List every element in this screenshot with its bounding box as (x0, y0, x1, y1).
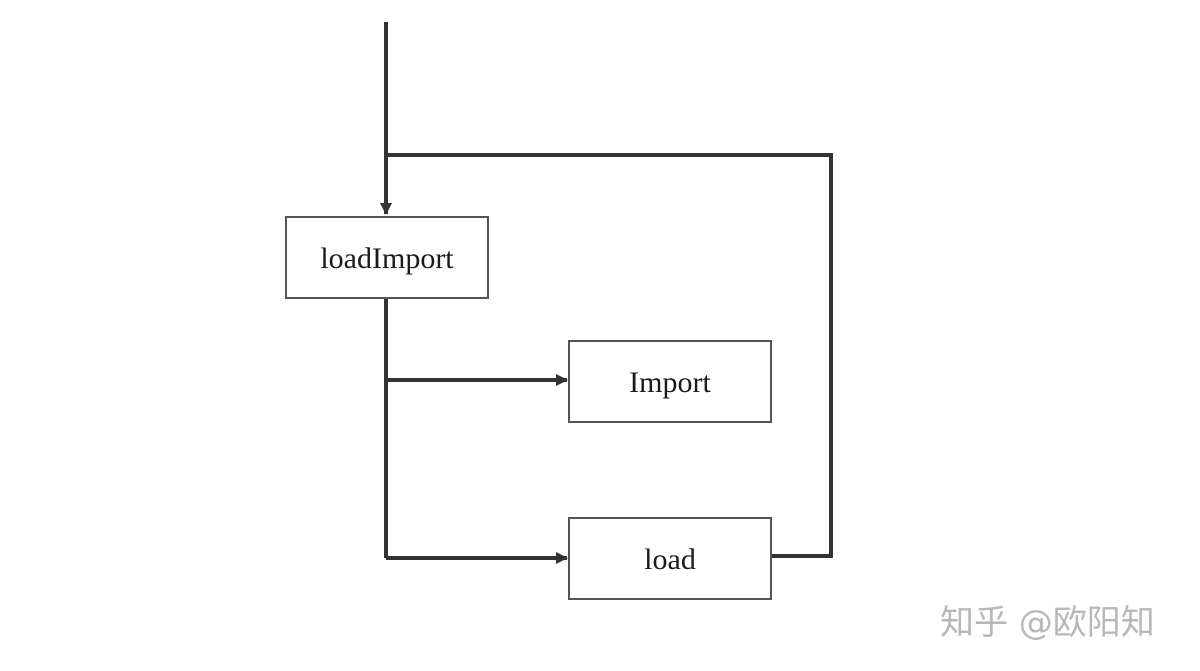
node-import-label: Import (629, 366, 711, 399)
node-load-import-label: loadImport (320, 242, 454, 275)
watermark: 知乎 @欧阳知 (940, 603, 1155, 643)
node-load-import: loadImport (285, 216, 489, 299)
node-load-label: load (644, 543, 696, 576)
node-load: load (568, 517, 772, 600)
node-import: Import (568, 340, 772, 423)
loop-back-edge (386, 153, 833, 558)
